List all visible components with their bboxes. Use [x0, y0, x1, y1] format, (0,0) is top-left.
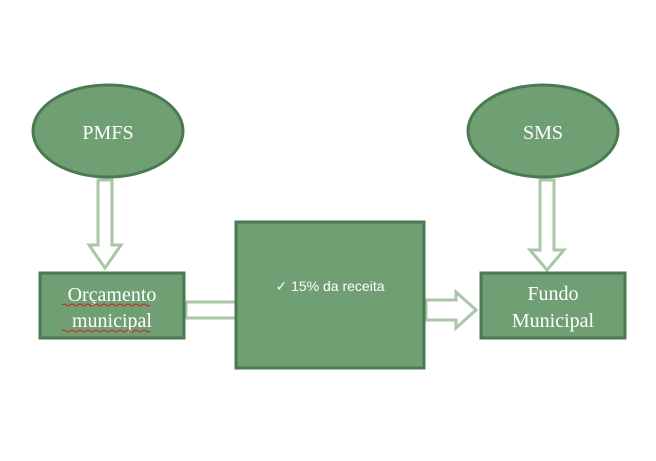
connector-orcamento-to-center [184, 300, 238, 320]
center-label: ✓ 15% da receita [275, 278, 384, 294]
sms-label: SMS [523, 122, 563, 144]
pmfs-label: PMFS [82, 122, 133, 144]
center-box [234, 220, 426, 370]
node-center: ✓ 15% da receita [234, 220, 426, 370]
node-fundo-municipal: Fundo Municipal [479, 271, 627, 340]
node-pmfs: PMFS [31, 83, 185, 179]
arrow-sms-to-fundo [526, 178, 568, 273]
fundo-label-line2: Municipal [512, 310, 595, 332]
sms-ellipse [466, 83, 620, 179]
spellcheck-underline-line1 [61, 303, 151, 307]
arrow-pmfs-to-orcamento [86, 178, 124, 271]
orcamento-label-line2: municipal [72, 310, 152, 332]
pmfs-ellipse [31, 83, 185, 179]
node-sms: SMS [466, 83, 620, 179]
fundo-box [479, 271, 627, 340]
fundo-label-line1: Fundo [527, 283, 578, 305]
node-orcamento-municipal: Orçamento municipal [38, 271, 186, 340]
spellcheck-underline-line2 [61, 329, 151, 333]
arrow-center-to-fundo [424, 288, 479, 332]
orcamento-label-line1: Orçamento [68, 284, 157, 306]
orcamento-box [38, 271, 186, 340]
